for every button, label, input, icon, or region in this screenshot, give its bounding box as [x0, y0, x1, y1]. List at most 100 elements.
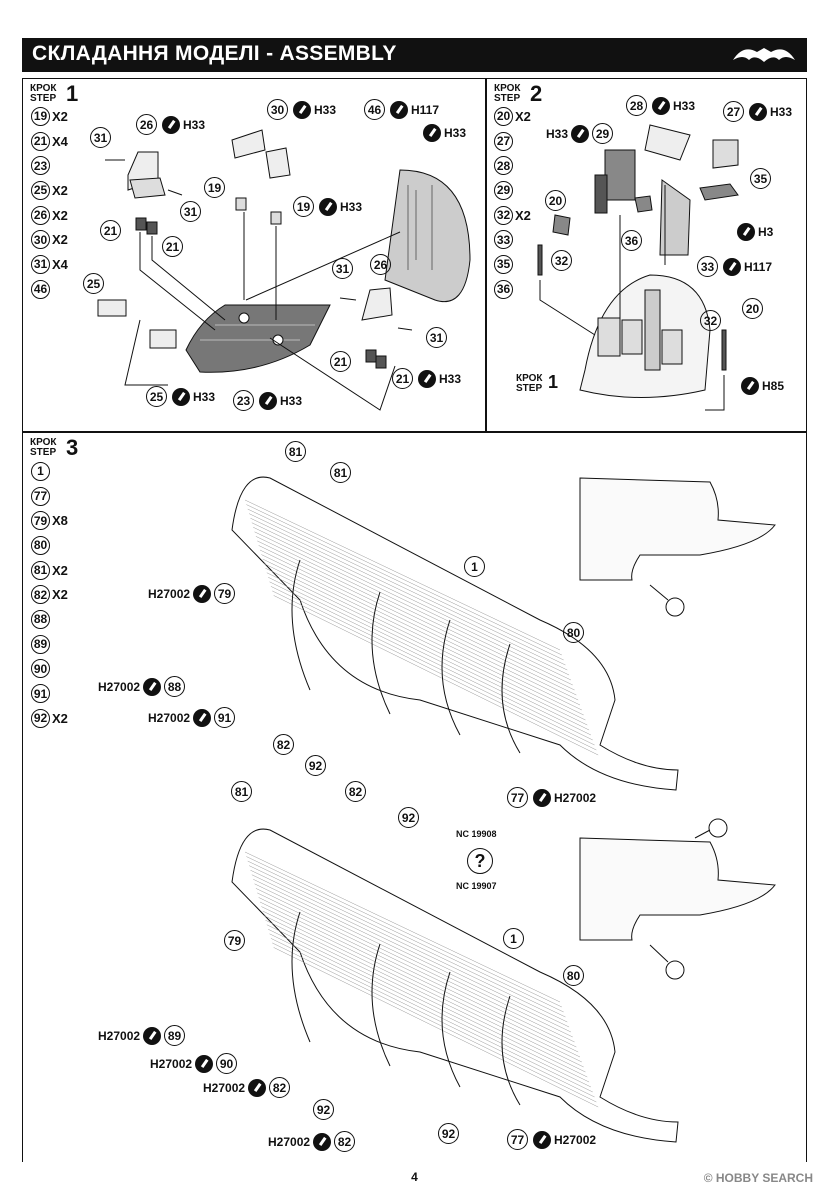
list-item: 80	[31, 533, 68, 558]
step1-panel	[22, 78, 486, 432]
variant-label-nc19908: NC 19908	[456, 829, 497, 839]
paint-icon	[193, 584, 212, 603]
page-header: СКЛАДАННЯ МОДЕЛІ - ASSEMBLY	[22, 38, 807, 72]
callout-81: 81	[231, 781, 254, 802]
list-item: 46	[31, 277, 68, 302]
list-item: 23	[31, 153, 68, 178]
step3-label: КРОК STEP 3	[30, 435, 79, 460]
paint-icon	[313, 1132, 332, 1151]
paint-icon	[195, 1054, 214, 1073]
step1-floor-drawing	[97, 129, 471, 411]
paint-icon	[749, 102, 767, 121]
paint-icon	[259, 391, 277, 410]
paint-icon	[319, 197, 337, 216]
list-item: 89	[31, 632, 68, 657]
list-item: 88	[31, 607, 68, 632]
callout-19: 19	[204, 177, 227, 198]
callout-32: 32	[551, 250, 574, 271]
list-item: 33	[494, 227, 531, 252]
paint-icon	[737, 223, 755, 241]
callout-80: 80	[563, 965, 586, 986]
callout-46-paint: H33	[420, 124, 466, 142]
list-item: 90	[31, 657, 68, 682]
callout-26: 26	[370, 254, 393, 275]
paint-icon	[293, 100, 311, 119]
callout-20: 20	[742, 298, 765, 319]
callout-80: 80	[563, 622, 586, 643]
list-item: 29	[494, 178, 531, 203]
paint-icon	[652, 96, 670, 115]
callout-92: 92	[438, 1123, 461, 1144]
callout-92: 92	[398, 807, 421, 828]
paint-icon	[571, 124, 590, 143]
page-title: СКЛАДАННЯ МОДЕЛІ - ASSEMBLY	[32, 42, 397, 65]
callout-81: 81	[285, 441, 308, 462]
callout-31: 31	[426, 327, 449, 348]
callout-35: 35	[750, 168, 773, 189]
callout-32: 32	[700, 310, 723, 331]
step1-reference-label: КРОК STEP 1	[516, 372, 559, 394]
paint-icon	[390, 100, 408, 119]
callout-36: 36	[621, 230, 644, 251]
variant-label-nc19907: NC 19907	[456, 881, 497, 891]
list-item: 77	[31, 484, 68, 509]
page-number: 4	[411, 1170, 418, 1184]
callout-81: 81	[330, 462, 353, 483]
watermark: © HOBBY SEARCH	[703, 1171, 813, 1185]
bat-logo-icon	[733, 48, 795, 62]
paint-icon	[741, 377, 759, 395]
step1-label: КРОК STEP 1	[30, 81, 79, 106]
callout-21: 21	[100, 220, 123, 241]
callout-82: 82	[273, 734, 296, 755]
paint-icon	[143, 1026, 162, 1045]
variant-question-icon: ?	[467, 848, 493, 874]
paint-icon	[423, 124, 441, 142]
callout-25: 25	[83, 273, 106, 294]
callout-31: 31	[180, 201, 203, 222]
callout-92: 92	[305, 755, 328, 776]
callout-31: 31	[90, 127, 113, 148]
paint-icon	[533, 788, 551, 807]
paint-icon	[533, 1130, 551, 1149]
callout-82: 82	[345, 781, 368, 802]
list-item: 28	[494, 153, 531, 178]
step3-side-views	[579, 477, 776, 980]
step3-fuselage-drawing	[231, 476, 679, 1143]
step2-panel	[486, 78, 807, 432]
step2-cabin-drawing	[537, 124, 739, 411]
paint-icon	[723, 257, 741, 276]
paint-icon	[418, 369, 436, 388]
step2-label: КРОК STEP 2	[494, 81, 543, 106]
callout-79: 79	[224, 930, 247, 951]
step3-panel	[22, 432, 807, 1162]
